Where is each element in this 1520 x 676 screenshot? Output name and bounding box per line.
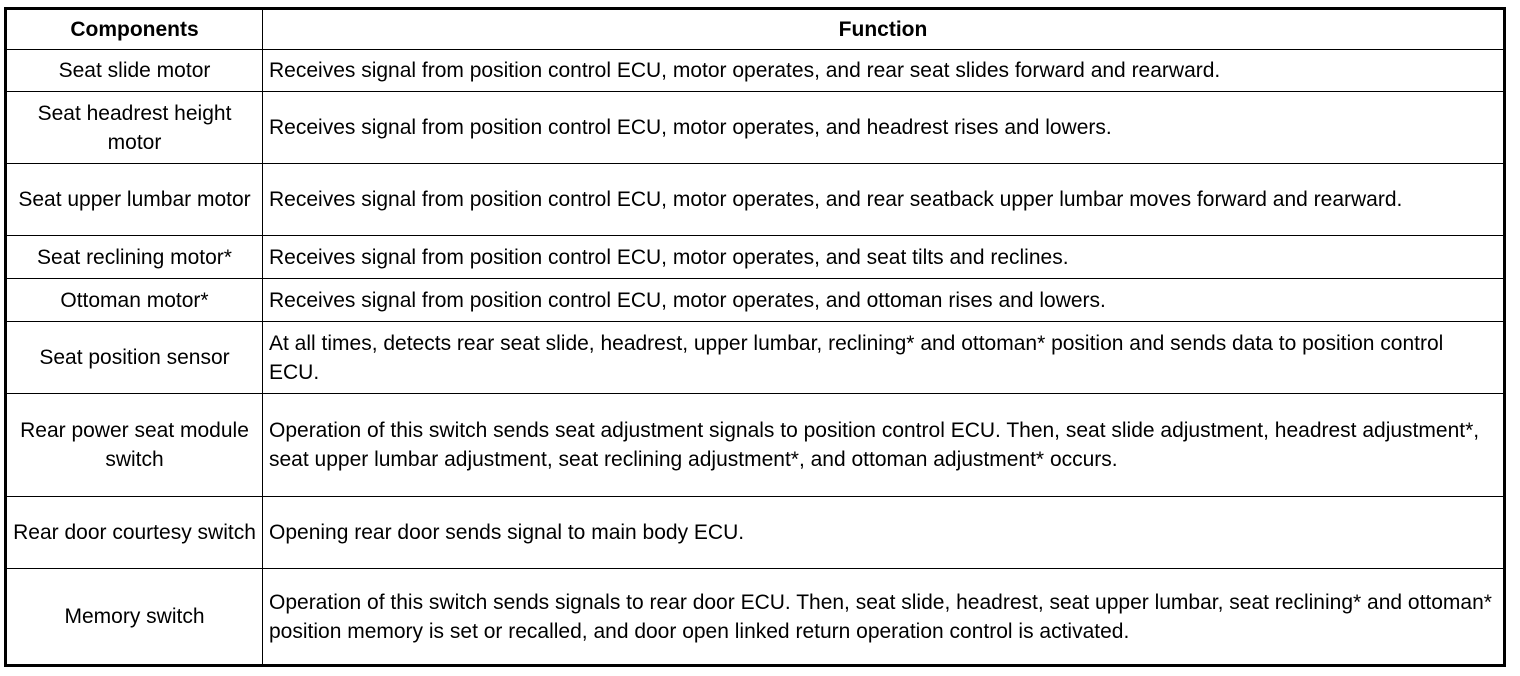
- table-row: Seat headrest height motor Receives sign…: [6, 91, 1504, 164]
- function-cell: Operation of this switch sends signals t…: [262, 568, 1504, 665]
- function-cell: Receives signal from position control EC…: [262, 49, 1504, 92]
- function-cell: Opening rear door sends signal to main b…: [262, 496, 1504, 569]
- components-function-table-frame: Components Function Seat slide motor Rec…: [4, 7, 1506, 667]
- component-cell: Rear power seat module switch: [6, 393, 263, 497]
- table-row: Seat upper lumbar motor Receives signal …: [6, 163, 1504, 236]
- component-cell: Ottoman motor*: [6, 278, 263, 322]
- table-row: Seat reclining motor* Receives signal fr…: [6, 235, 1504, 279]
- component-cell: Seat reclining motor*: [6, 235, 263, 279]
- table-row: Seat slide motor Receives signal from po…: [6, 49, 1504, 92]
- component-cell: Seat headrest height motor: [6, 91, 263, 164]
- component-cell: Rear door courtesy switch: [6, 496, 263, 569]
- table-row: Rear door courtesy switch Opening rear d…: [6, 496, 1504, 569]
- function-cell: Receives signal from position control EC…: [262, 278, 1504, 322]
- function-cell: Receives signal from position control EC…: [262, 91, 1504, 164]
- function-cell: Operation of this switch sends seat adju…: [262, 393, 1504, 497]
- function-cell: At all times, detects rear seat slide, h…: [262, 321, 1504, 394]
- table-row: Rear power seat module switch Operation …: [6, 393, 1504, 497]
- component-cell: Memory switch: [6, 568, 263, 665]
- table-row: Memory switch Operation of this switch s…: [6, 568, 1504, 665]
- component-cell: Seat upper lumbar motor: [6, 163, 263, 236]
- component-cell: Seat slide motor: [6, 49, 263, 92]
- function-cell: Receives signal from position control EC…: [262, 235, 1504, 279]
- function-cell: Receives signal from position control EC…: [262, 163, 1504, 236]
- header-row: Components Function: [6, 9, 1504, 50]
- component-cell: Seat position sensor: [6, 321, 263, 394]
- header-components: Components: [6, 9, 263, 50]
- table-row: Ottoman motor* Receives signal from posi…: [6, 278, 1504, 322]
- components-function-table: Components Function Seat slide motor Rec…: [6, 9, 1504, 665]
- table-row: Seat position sensor At all times, detec…: [6, 321, 1504, 394]
- header-function: Function: [262, 9, 1504, 50]
